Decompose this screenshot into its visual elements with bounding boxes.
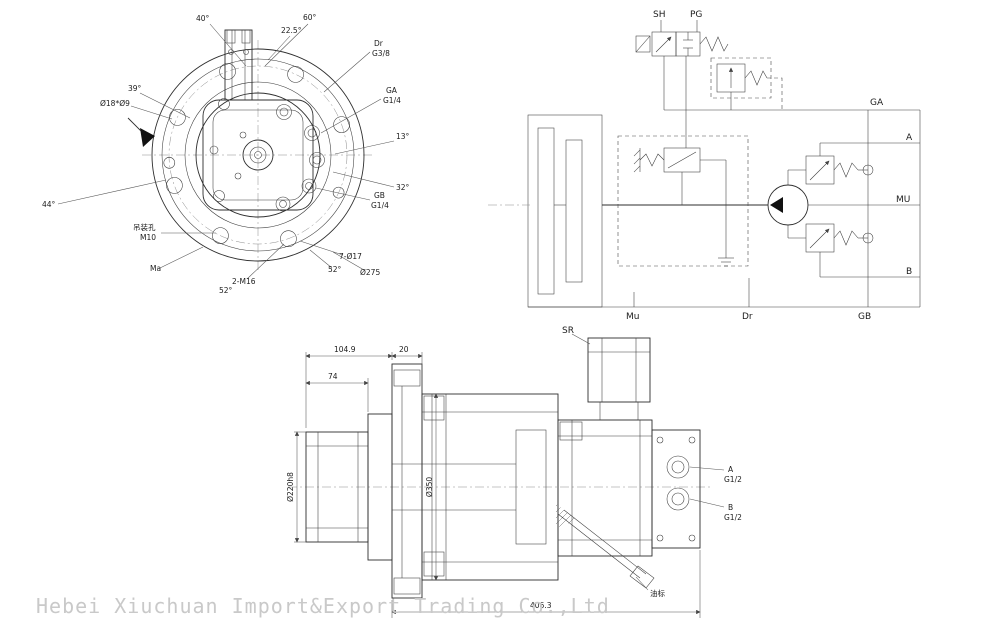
shaft-dia-label: Ø220h8 [286,472,295,502]
section-arrow [127,117,155,147]
tapped-holes-label: 2-M16 [232,277,256,286]
mu-bottom-label: Mu [626,312,639,322]
dim-104-9-label: 104.9 [334,345,356,354]
oil-gauge-label: 油标 [650,588,665,598]
front-view-annotations: 40° 60° 22.5° Dr G3/8 GA G1/4 13° 32° GB… [42,13,410,295]
dr-bottom-label: Dr [742,312,753,322]
oil-dipstick [556,504,655,589]
sh-port-label: SH [653,10,665,20]
gearbox-symbol [527,114,603,308]
solenoid-valve-symbol [635,31,729,57]
mounting-flange [391,363,423,599]
gb-port-label: GB [374,191,385,200]
port-ab-annotations: A G1/2 B G1/2 [689,465,742,522]
watermark-text: Hebei Xiuchuan Import&Export Trading Co.… [36,594,610,618]
front-view: 40° 60° 22.5° Dr G3/8 GA G1/4 13° 32° GB… [42,13,410,295]
pg-port-label: PG [690,10,702,20]
side-port-b-thread: G1/2 [724,513,742,522]
spline-coupling [515,429,547,545]
a-port-schematic-label: A [906,133,913,143]
angle-32-label: 32° [396,183,410,192]
lifting-hole-size: M10 [140,233,156,242]
port-block [651,429,701,549]
dim-overall-label: 406.3 [530,601,552,610]
ma-label: Ma [150,264,161,273]
angle-22-5-label: 22.5° [281,26,302,35]
relief-valve-symbol [710,57,783,110]
body-dia-label: Ø350 [425,477,434,497]
motor-symbol [767,184,809,226]
motor-housing [557,419,653,557]
brake-symbol [617,135,749,267]
gb-thread-label: G1/4 [371,201,389,210]
b-port-schematic-label: B [906,267,912,277]
angle-39-label: 39° [128,84,142,93]
bolt-circle-dia-label: Ø275 [360,268,380,277]
side-port-a-thread: G1/2 [724,475,742,484]
sr-label: SR [562,326,574,336]
angle-44-label: 44° [42,200,56,209]
mu-port-schematic-label: MU [896,195,910,205]
counterbore-label: Ø18*Ø9 [100,99,130,108]
angle-52-left-label: 52° [219,286,233,295]
bolt-circle [168,65,348,245]
plate-ports [209,98,325,212]
ga-port-schematic-label: GA [870,98,884,108]
dim-20-label: 20 [399,345,409,354]
angle-52-right-label: 52° [328,265,342,274]
valve-plate [202,99,314,211]
dr-thread-label: G3/8 [372,49,390,58]
angle-60-label: 60° [303,13,317,22]
angle-13-label: 13° [396,132,410,141]
gb-port-schematic-label: GB [858,312,871,322]
side-port-b-label: B [728,503,733,512]
bolt-holes [163,63,350,247]
ga-port-label: GA [386,86,398,95]
lifting-hole-label: 吊装孔 [133,222,156,232]
dim-74-label: 74 [328,372,338,381]
angle-40-label: 40° [196,14,210,23]
top-port-block [224,29,253,101]
crossover-relief-valves [787,143,874,277]
hydraulic-schematic: SH PG GA [488,10,921,322]
side-port-a-label: A [728,465,734,474]
side-view-dimensions: 104.9 20 74 406.3 Ø220h8 Ø350 [286,345,701,618]
side-view: SR 油标 A G1/2 B G1/2 104.9 20 [286,326,742,618]
sr-valve-box [587,337,651,421]
ga-thread-label: G1/4 [383,96,401,105]
through-holes-label: 7-Ø17 [339,252,362,261]
dr-port-label: Dr [374,39,384,48]
